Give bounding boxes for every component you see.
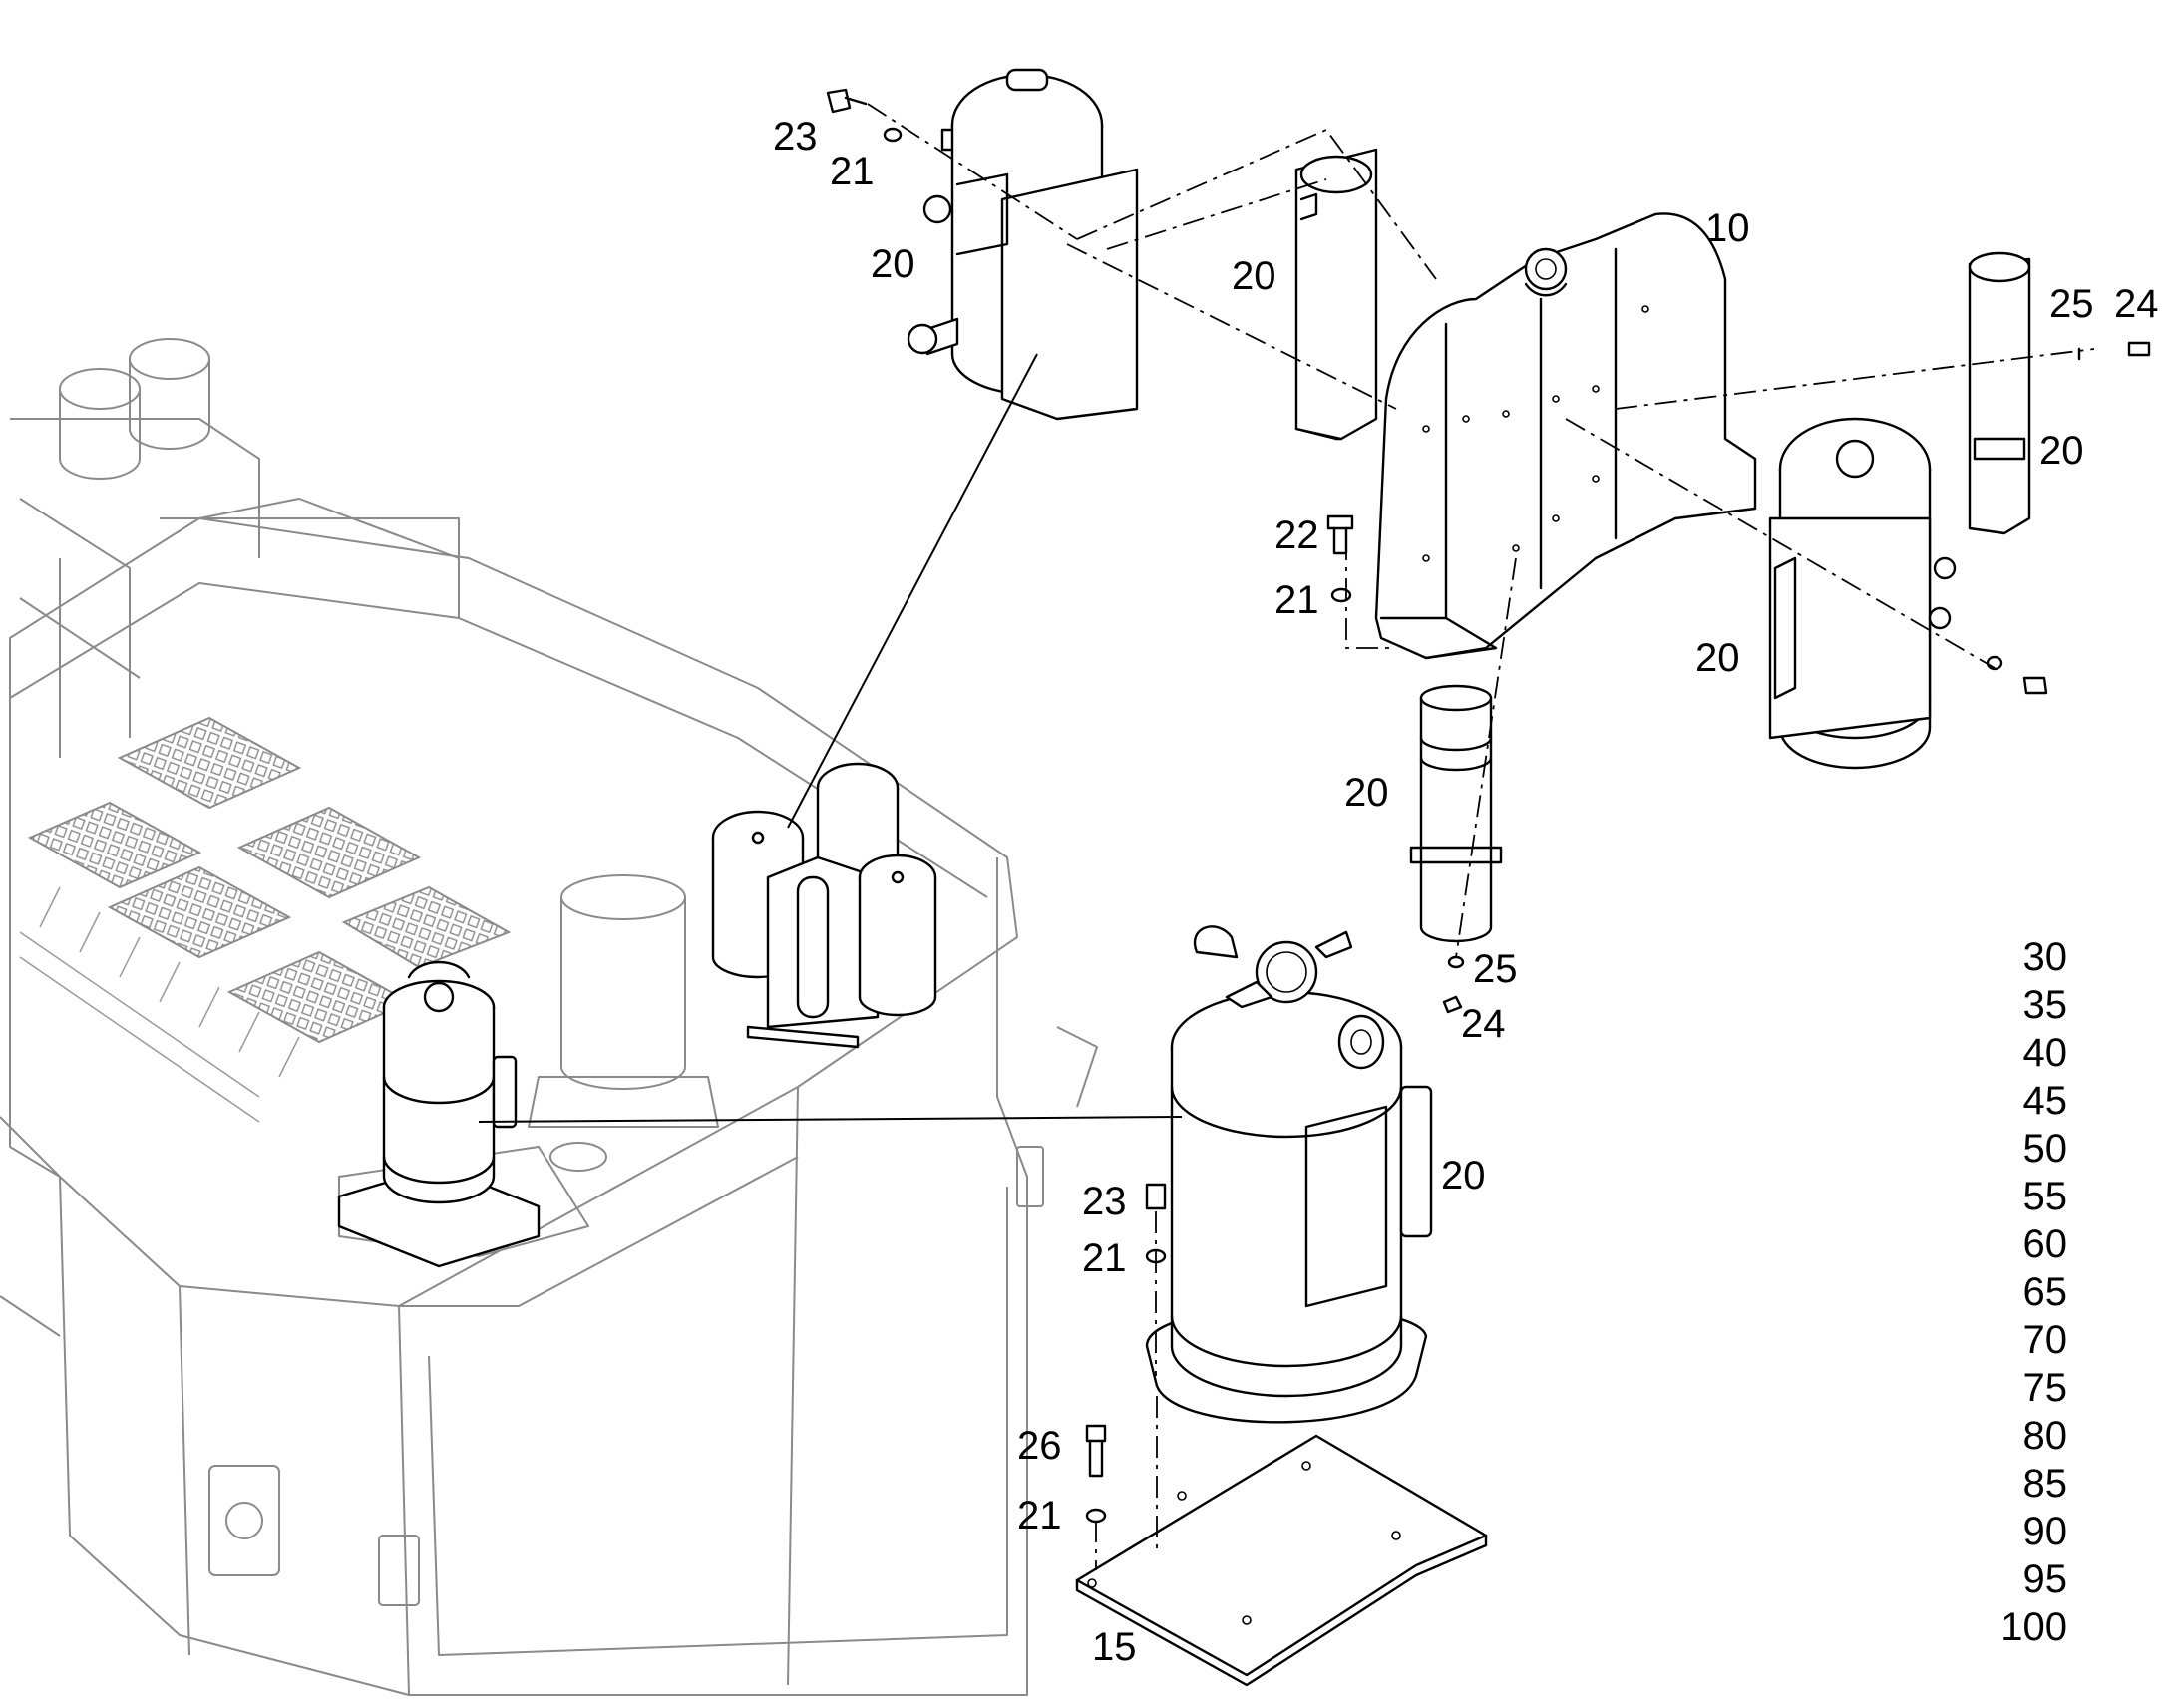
mesh-grille [236, 806, 422, 899]
callout-20: 20 [2039, 429, 2084, 473]
part-number-list: 30 35 40 45 50 55 60 65 70 75 80 85 90 9… [2000, 935, 2067, 1649]
mounting-bracket [1374, 212, 1757, 943]
part-number: 30 [2023, 935, 2068, 979]
callout-23: 23 [1082, 1180, 1127, 1223]
callout-24: 24 [1461, 1002, 1506, 1046]
part-number: 100 [2000, 1605, 2067, 1649]
leader-lines [478, 353, 1183, 1123]
part-number: 75 [2023, 1366, 2068, 1410]
callout-25: 25 [2049, 282, 2094, 326]
accumulator-top [907, 68, 1139, 421]
part-number: 95 [2023, 1557, 2068, 1601]
callout-21: 21 [1274, 578, 1319, 622]
mesh-grille [341, 885, 512, 969]
callout-21: 21 [830, 150, 875, 193]
callout-20: 20 [1344, 771, 1389, 815]
bracket-holes [1422, 305, 1649, 562]
part-number: 90 [2023, 1510, 2068, 1553]
callout-24: 24 [2114, 282, 2159, 326]
callout-23: 23 [773, 115, 818, 159]
vent-slots [39, 886, 300, 1078]
callout-22: 22 [1274, 513, 1319, 557]
callout-20: 20 [1695, 636, 1740, 680]
callout-labels: 23 21 20 20 10 25 24 20 22 21 20 20 25 2… [773, 115, 2159, 1669]
mesh-grille [117, 716, 302, 810]
callout-20: 20 [1441, 1154, 1486, 1197]
mesh-grille [107, 865, 292, 959]
alignment-lines [867, 103, 2095, 1570]
callout-20: 20 [871, 242, 915, 286]
callout-21: 21 [1017, 1494, 1062, 1537]
accumulator-clamp-right [1968, 251, 2031, 535]
callout-20: 20 [1232, 254, 1276, 298]
large-compressor [1145, 925, 1433, 1424]
callout-26: 26 [1017, 1424, 1062, 1468]
part-number: 55 [2023, 1175, 2068, 1218]
deck-accumulator-assembly [711, 762, 937, 1049]
accumulator-clamp-left [1294, 148, 1378, 441]
mesh-grille [226, 950, 412, 1044]
base-plate [1075, 1434, 1488, 1687]
callout-25: 25 [1473, 947, 1518, 991]
part-number: 60 [2023, 1222, 2068, 1266]
callout-15: 15 [1092, 1625, 1137, 1669]
callout-21: 21 [1082, 1236, 1127, 1280]
part-number: 35 [2023, 983, 2068, 1027]
part-number: 40 [2023, 1031, 2068, 1075]
part-number: 45 [2023, 1079, 2068, 1123]
part-number: 80 [2023, 1414, 2068, 1458]
accumulator-right [1768, 417, 1957, 770]
part-number: 50 [2023, 1127, 2068, 1171]
deck-compressor [337, 960, 541, 1268]
machine-body [0, 338, 1098, 1696]
mesh-grille [27, 801, 202, 889]
part-number: 85 [2023, 1462, 2068, 1506]
callout-10: 10 [1705, 206, 1750, 250]
part-number: 70 [2023, 1318, 2068, 1362]
part-number: 65 [2023, 1270, 2068, 1314]
